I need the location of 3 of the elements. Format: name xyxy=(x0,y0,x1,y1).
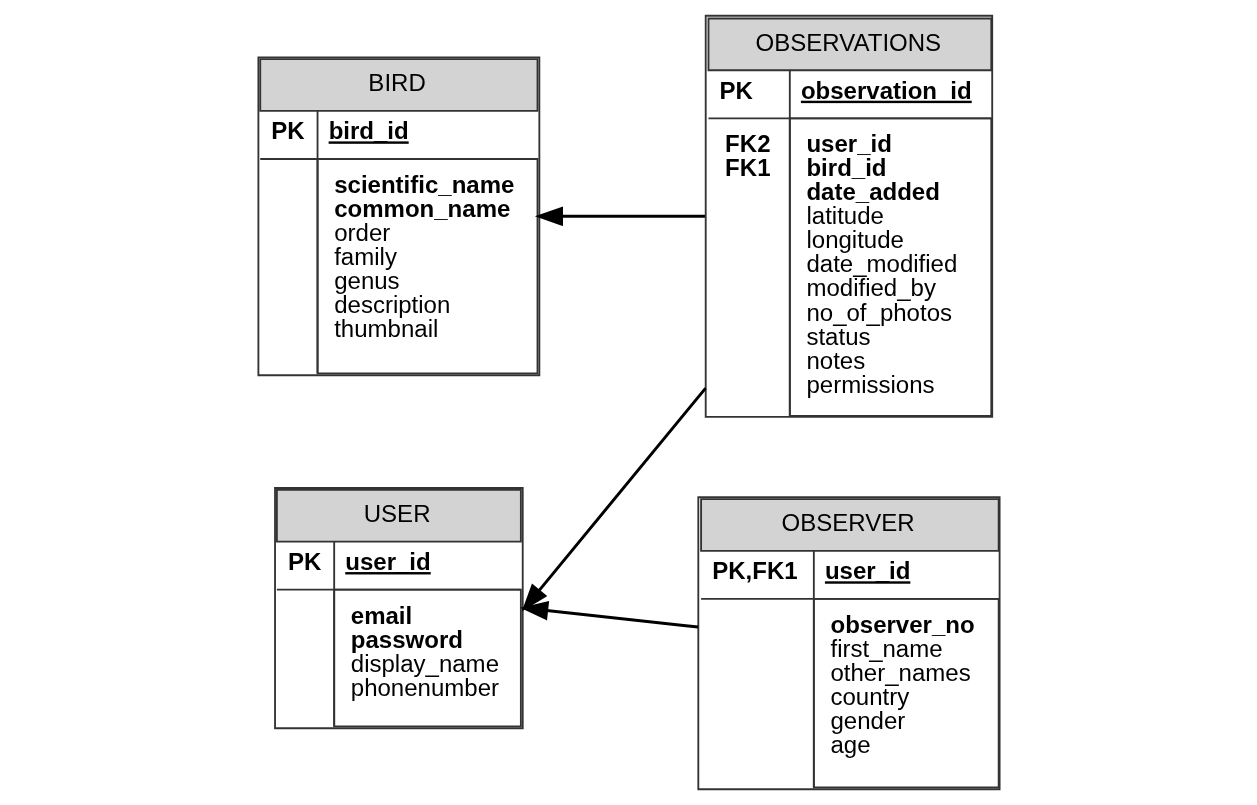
arrow xyxy=(534,206,705,227)
arrow xyxy=(521,387,707,612)
arrow xyxy=(519,600,698,629)
